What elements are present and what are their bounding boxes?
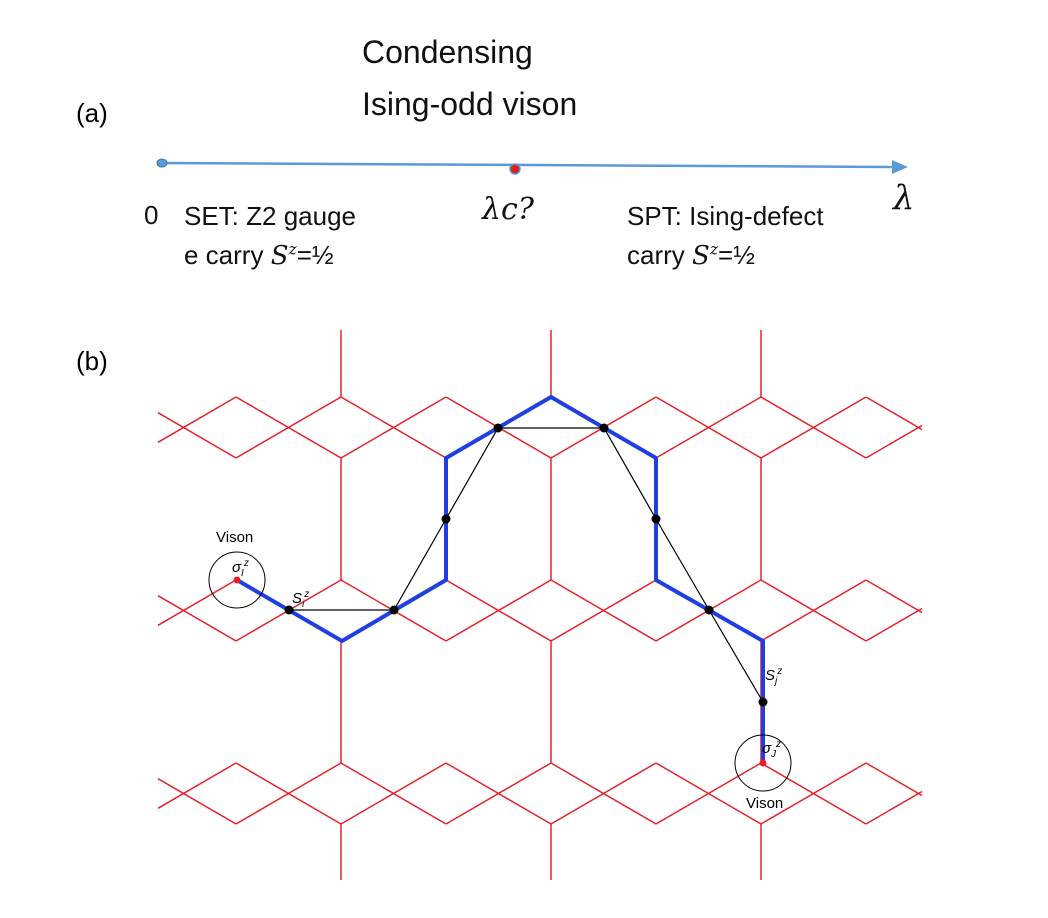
sigma-right-sub: J	[771, 749, 777, 760]
spt-phase-prefix: carry	[627, 240, 692, 270]
vison-string-line	[235, 395, 765, 763]
vison-right-dot	[759, 759, 767, 767]
axis-line	[161, 161, 899, 169]
lattice-bond	[340, 396, 447, 459]
spin-left-symbol: S	[292, 590, 303, 607]
lattice-bond	[760, 396, 867, 459]
lattice-bond	[760, 762, 867, 825]
spin-right-sup: z	[777, 666, 783, 677]
lattice-bond	[865, 396, 923, 431]
set-spin-symbol: S	[270, 241, 289, 271]
lattice-bond	[157, 412, 237, 459]
spin-left-sup: z	[304, 589, 310, 600]
lattice-bond	[445, 579, 552, 642]
lattice-bond	[157, 595, 237, 642]
sigma-right-sup: z	[776, 739, 782, 750]
set-phase-line2: e carry Sz=½	[184, 240, 334, 271]
panel-a-title-line2: Ising-odd vison	[362, 86, 578, 122]
panel-a-title-line1: Condensing	[362, 34, 533, 70]
lattice-bond	[445, 762, 552, 825]
lattice-bond	[235, 396, 342, 459]
axis-arrowhead	[892, 160, 908, 174]
spin-path	[289, 427, 764, 703]
spt-phase-line2: carry Sz=½	[627, 240, 755, 271]
lattice-bond	[865, 790, 923, 825]
lattice-bond	[157, 762, 237, 809]
lattice-bond	[865, 607, 923, 642]
spin-path-line	[289, 427, 764, 703]
vison-right-label: Vison	[746, 795, 784, 812]
lattice-bond	[157, 396, 237, 443]
vison-left-label: Vison	[216, 529, 254, 546]
spt-spin-sup: z	[709, 240, 719, 259]
spin-site-dot	[651, 514, 661, 524]
set-spin-sup: z	[288, 240, 297, 259]
sigma-left-label: σIz	[232, 558, 249, 579]
lattice-bond	[865, 762, 923, 797]
lattice-bond	[235, 762, 342, 825]
spin-right-label: Sjz	[765, 666, 782, 687]
axis-lambda-label: λ	[893, 178, 915, 218]
critical-point-dot	[509, 163, 521, 175]
set-phase-prefix: e carry	[184, 240, 271, 270]
set-spin-value: =½	[296, 240, 334, 270]
lattice-bond	[760, 579, 867, 642]
sigma-right-symbol: σ	[762, 740, 772, 757]
spin-right-symbol: S	[765, 667, 776, 684]
sigma-left-sup: z	[243, 558, 249, 569]
vison-left-dot	[233, 576, 241, 584]
lattice-bond	[550, 762, 657, 825]
lattice-bond	[865, 424, 923, 459]
lattice-bond	[550, 579, 657, 642]
spin-right-sub: j	[775, 676, 778, 687]
sigma-left-symbol: σ	[232, 559, 242, 576]
lattice-bond	[655, 762, 762, 825]
lattice-bond	[157, 579, 237, 626]
origin-dot	[156, 158, 168, 168]
vison-string	[235, 395, 765, 763]
phase-axis	[156, 158, 908, 175]
vison-left-circle	[208, 551, 266, 609]
spin-site-dot	[704, 605, 714, 615]
spin-site-dot	[599, 423, 609, 433]
spt-spin-value: =½	[718, 240, 755, 270]
lattice-bond	[340, 762, 447, 825]
spt-spin-symbol: S	[692, 241, 710, 271]
spin-left-label: Siz	[292, 589, 309, 610]
spin-site-dot	[758, 697, 768, 707]
lattice-bond	[157, 778, 237, 825]
spin-site-dot	[493, 423, 503, 433]
panel-a-label: (a)	[76, 98, 108, 128]
critical-point-label: λc?	[482, 192, 534, 227]
spt-phase-line1: SPT: Ising-defect	[627, 201, 824, 231]
sigma-left-sub: I	[241, 568, 244, 579]
vison-right-circle	[734, 734, 792, 792]
lattice-bond	[655, 396, 762, 459]
spin-site-dot	[441, 514, 451, 524]
spin-sites	[284, 423, 768, 707]
honeycomb-lattice	[157, 330, 923, 880]
axis-origin-label: 0	[144, 200, 159, 230]
panel-b-label: (b)	[76, 346, 108, 376]
spin-site-dot	[284, 605, 294, 615]
sigma-right-label: σJz	[762, 739, 781, 760]
spin-left-sub: i	[302, 599, 305, 610]
lattice-bond	[865, 579, 923, 614]
spin-site-dot	[389, 605, 399, 615]
set-phase-line1: SET: Z2 gauge	[184, 201, 356, 231]
